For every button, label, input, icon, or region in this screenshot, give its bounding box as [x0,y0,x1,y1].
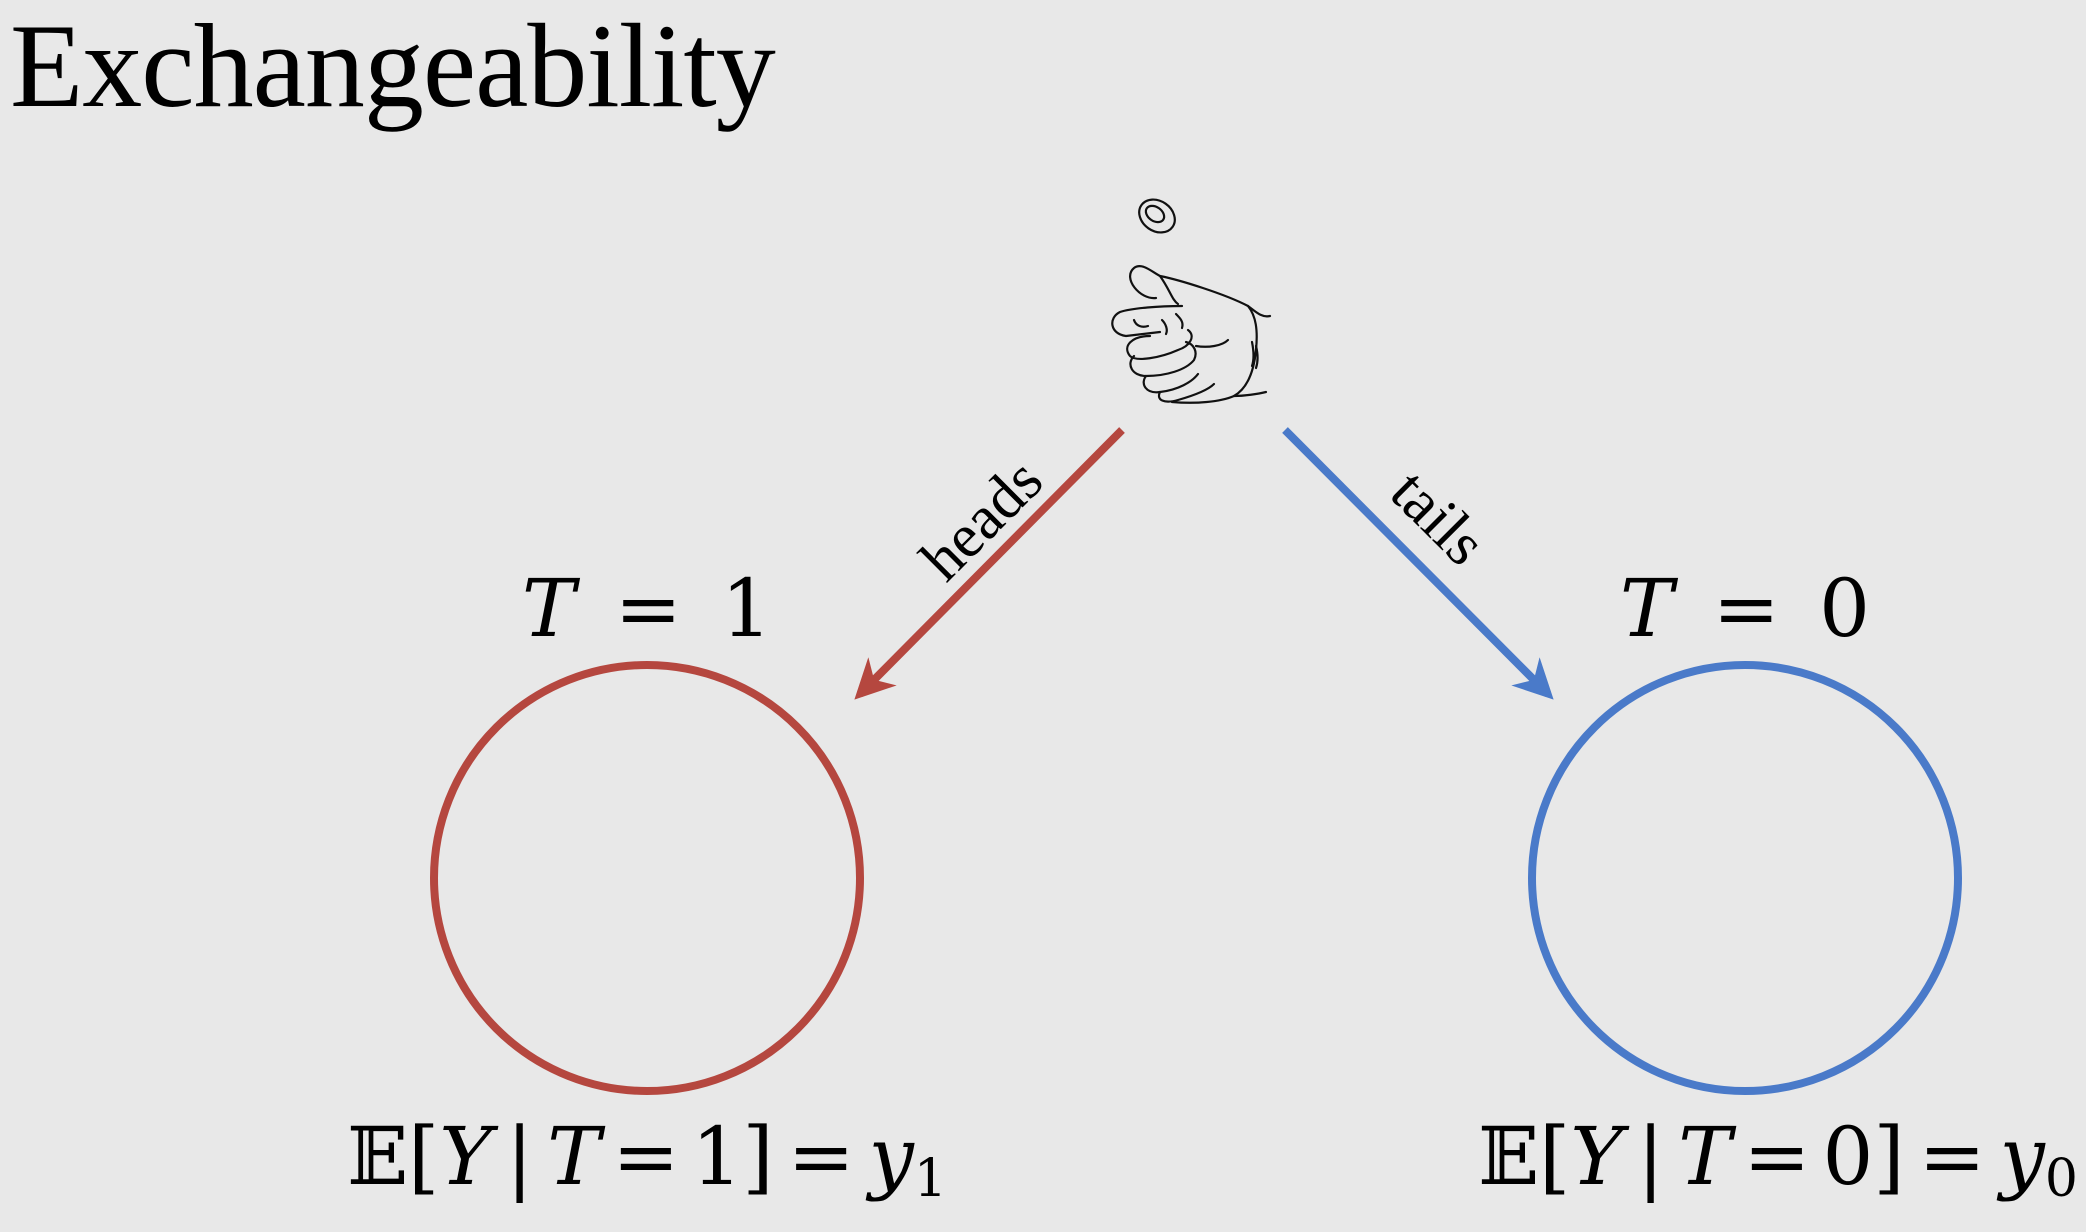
expectation-operator: 𝔼 [1478,1110,1539,1203]
control-group-circle [1528,661,1962,1095]
treated-expectation: 𝔼[Y|T=1]=y1 [347,1110,947,1209]
treatment-value: 1 [721,562,772,655]
treatment-value: 0 [1819,562,1870,655]
control-group-header: T = 0 [1620,562,1870,655]
treated-group-header: T = 1 [522,562,772,655]
hand-flipping-coin-icon [1111,198,1272,404]
tails-arrow [1282,427,1554,700]
expectation-operator: 𝔼 [347,1110,408,1203]
tails-edge-label: tails [1378,457,1499,578]
coin-icon [1138,198,1176,234]
equals-sign: = [1713,562,1780,655]
control-expectation: 𝔼[Y|T=0]=y0 [1478,1110,2078,1209]
control-group: T = 0 𝔼[Y|T=0]=y0 [1478,562,2078,1209]
treatment-var: T [522,562,581,655]
slide-title: Exchangeability [10,0,776,132]
treated-group: T = 1 𝔼[Y|T=1]=y1 [347,562,947,1209]
treated-group-circle [430,661,864,1095]
equals-sign: = [615,562,682,655]
treatment-var: T [1620,562,1679,655]
heads-arrow [854,427,1125,700]
